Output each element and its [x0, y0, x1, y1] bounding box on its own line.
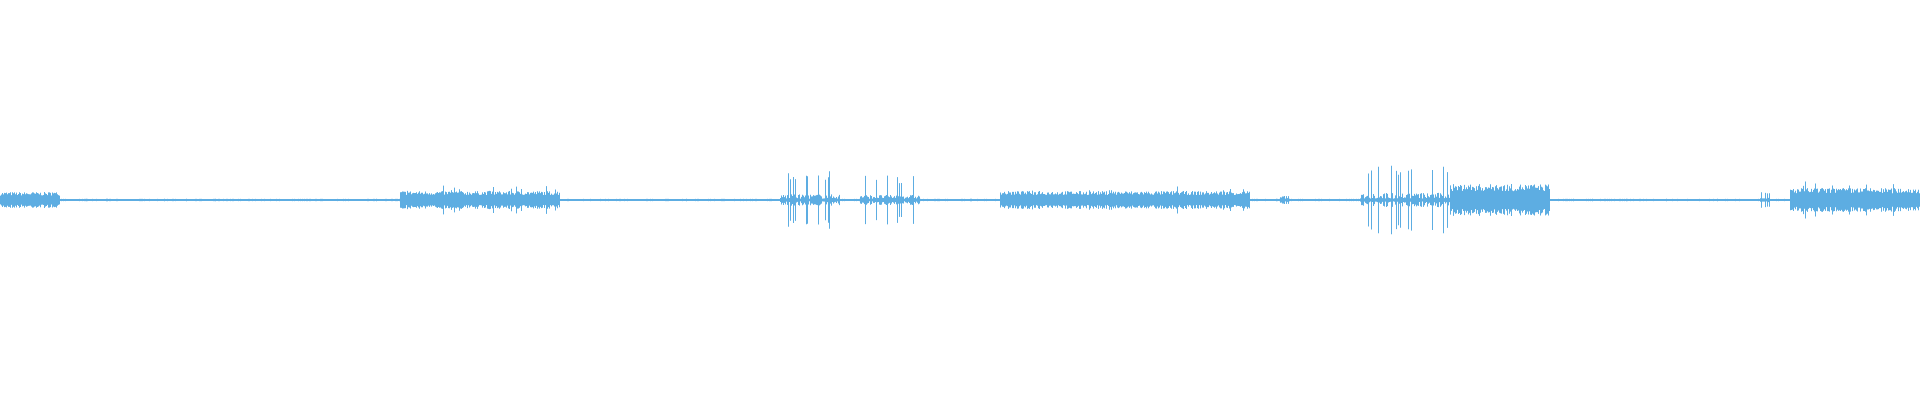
waveform-peaks [0, 165, 1920, 235]
waveform-bars [0, 165, 1920, 235]
